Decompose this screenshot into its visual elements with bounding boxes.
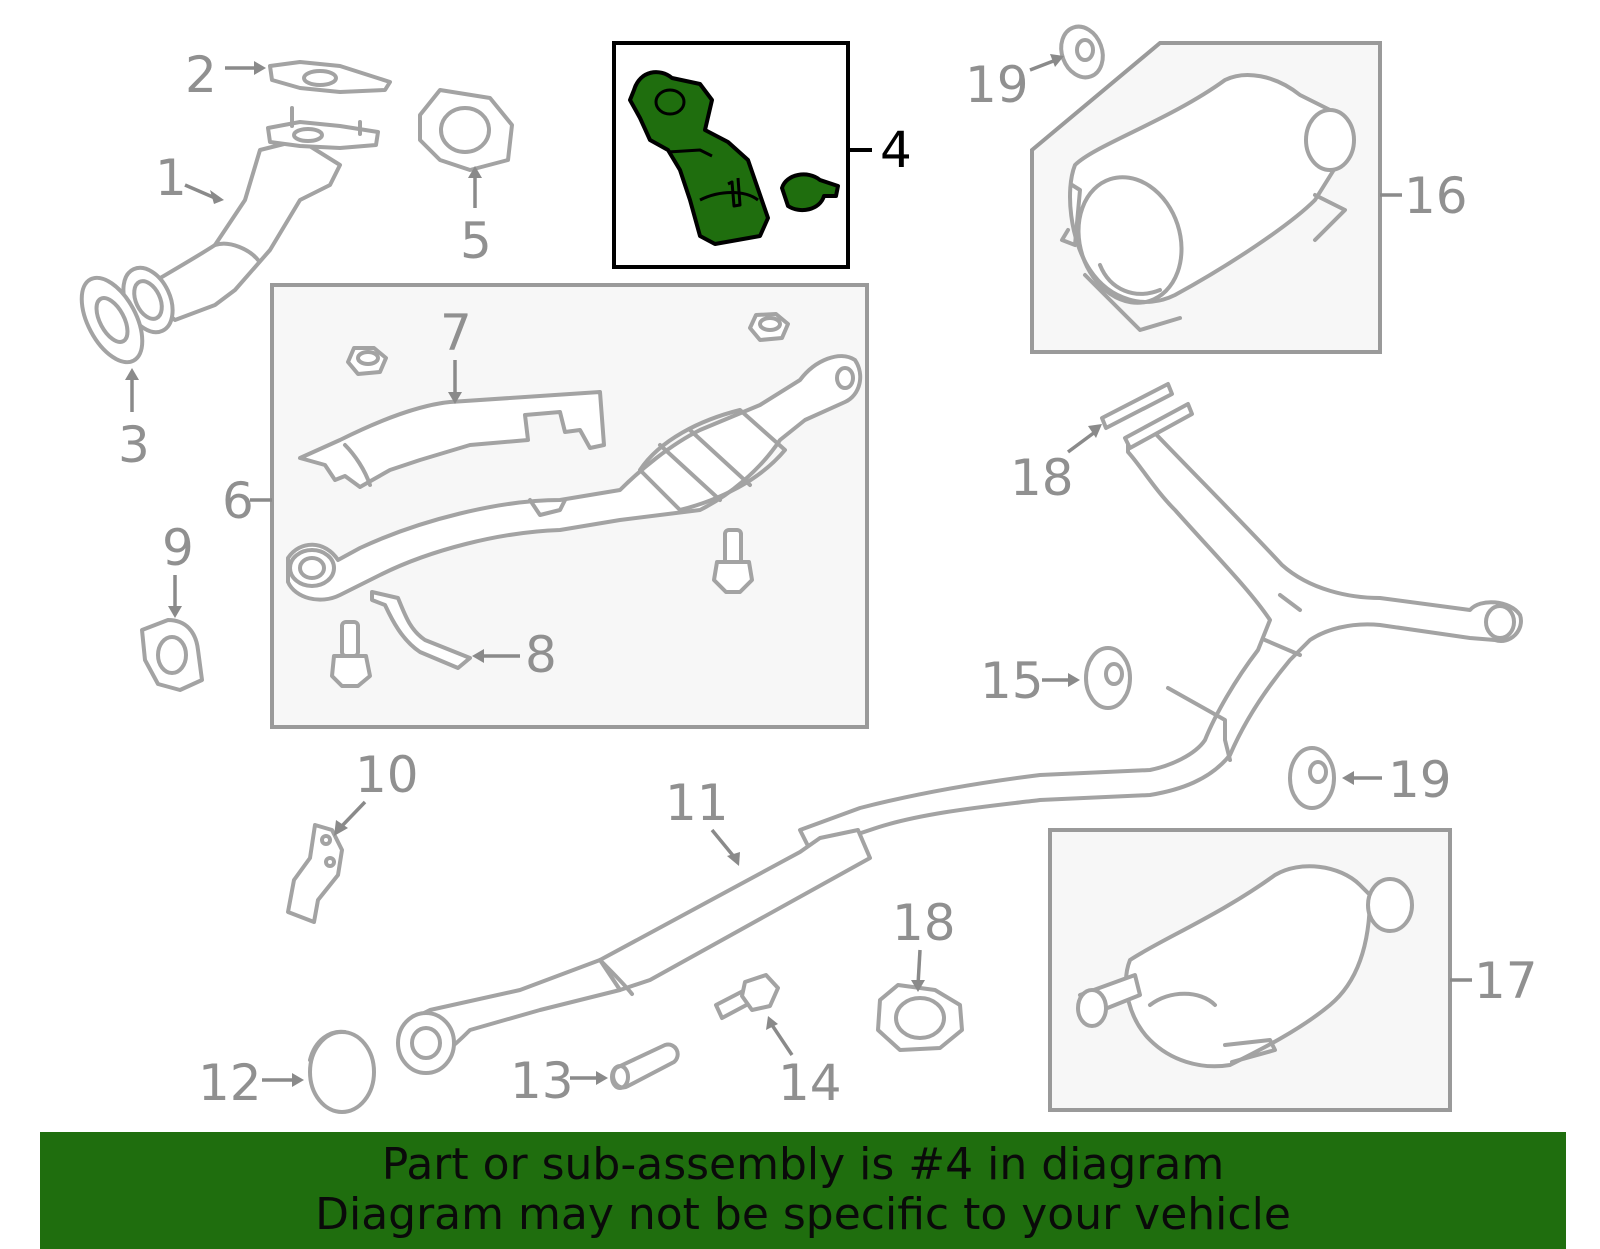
callout-9[interactable]: 9 — [162, 519, 194, 577]
callout-18-top[interactable]: 18 — [1010, 449, 1074, 507]
bracket-10[interactable] — [286, 823, 344, 924]
center-muffler-pipe-11[interactable] — [396, 828, 872, 1075]
callout-19-top[interactable]: 19 — [965, 56, 1029, 114]
gasket-18-top[interactable] — [1100, 382, 1174, 430]
callout-8[interactable]: 8 — [525, 626, 557, 684]
gasket-5[interactable] — [418, 88, 514, 172]
rubber-mount-15[interactable] — [1084, 646, 1132, 710]
callout-18-bottom[interactable]: 18 — [892, 894, 956, 952]
stud-13[interactable] — [610, 1042, 680, 1090]
callout-2[interactable]: 2 — [185, 46, 217, 104]
catalytic-converter-4[interactable] — [628, 70, 840, 246]
gasket-9[interactable] — [140, 618, 204, 692]
callout-7[interactable]: 7 — [440, 304, 472, 362]
callout-17[interactable]: 17 — [1474, 952, 1538, 1010]
callout-13[interactable]: 13 — [510, 1052, 574, 1110]
callout-11[interactable]: 11 — [665, 774, 729, 832]
clamp-ring-12[interactable] — [308, 1029, 376, 1114]
callout-10[interactable]: 10 — [355, 746, 419, 804]
footer-line-2: Diagram may not be specific to your vehi… — [315, 1189, 1291, 1240]
gasket-18-bottom[interactable] — [876, 983, 964, 1052]
nut-right[interactable] — [748, 312, 790, 342]
gasket-3[interactable] — [69, 268, 155, 372]
callout-3[interactable]: 3 — [118, 416, 150, 474]
y-pipe[interactable] — [798, 402, 1523, 852]
bolt-14[interactable] — [714, 973, 780, 1020]
callout-15[interactable]: 15 — [980, 652, 1044, 710]
callout-19-bottom[interactable]: 19 — [1388, 751, 1452, 809]
callout-12[interactable]: 12 — [198, 1054, 262, 1112]
heat-shield[interactable] — [298, 390, 606, 489]
callout-16[interactable]: 16 — [1404, 167, 1468, 225]
callout-1[interactable]: 1 — [155, 149, 187, 207]
rear-muffler-16[interactable] — [1060, 73, 1356, 332]
footer-notice-banner: Part or sub-assembly is #4 in diagram Di… — [40, 1132, 1566, 1249]
gasket-2[interactable] — [268, 60, 392, 94]
callout-6[interactable]: 6 — [222, 472, 254, 530]
exhaust-manifold-1[interactable] — [114, 106, 380, 340]
callout-5[interactable]: 5 — [460, 212, 492, 270]
rubber-mount-19-top[interactable] — [1054, 21, 1109, 84]
nut-left[interactable] — [346, 346, 388, 376]
rear-muffler-17[interactable] — [1076, 864, 1414, 1069]
footer-line-1: Part or sub-assembly is #4 in diagram — [381, 1139, 1225, 1190]
front-pipe-catalytic-converter[interactable] — [286, 354, 863, 602]
rubber-mount-19-bottom[interactable] — [1288, 746, 1336, 810]
callout-14[interactable]: 14 — [778, 1054, 842, 1112]
bolt-lower-left[interactable] — [330, 620, 372, 688]
hanger-bracket-8[interactable] — [370, 590, 472, 670]
callout-4[interactable]: 4 — [880, 121, 912, 179]
bolt-lower-right[interactable] — [712, 528, 754, 594]
